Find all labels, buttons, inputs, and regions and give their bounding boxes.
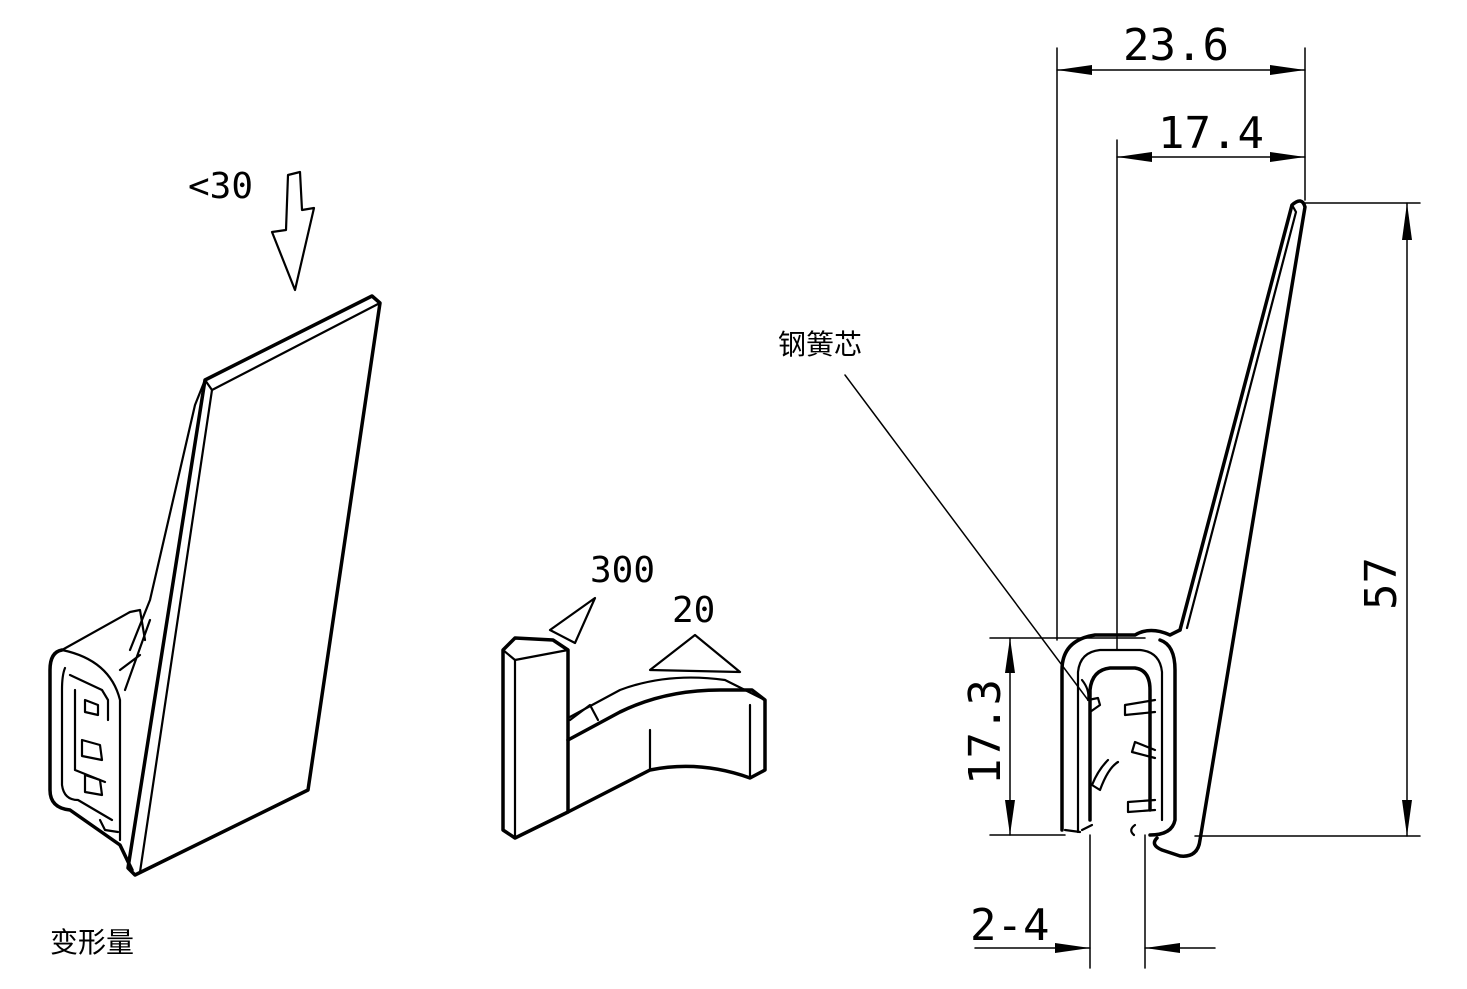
- dim-overall-width: 23.6: [1056, 20, 1306, 75]
- dim-height: 57: [1356, 202, 1412, 837]
- deformation-caption: 变形量: [50, 926, 134, 959]
- press-arrow-icon: [270, 170, 316, 292]
- clip-figure: 300 20: [501, 550, 767, 840]
- dim-channel-height: 17.3: [960, 637, 1015, 836]
- section-fin: [1152, 199, 1307, 858]
- svg-text:17.3: 17.3: [960, 679, 1011, 785]
- spring-core-leader: [844, 374, 1089, 701]
- svg-text:57: 57: [1356, 557, 1407, 610]
- dim-grip-range: 2-4: [970, 900, 1216, 953]
- deformation-figure: <30: [48, 166, 382, 877]
- spring-core-label: 钢簧芯: [778, 328, 862, 361]
- seal-fin: [126, 294, 382, 877]
- value-20-label: 20: [672, 590, 715, 631]
- section-figure: 23.6 17.4 57 17.3 2-4: [844, 20, 1421, 969]
- clip-left-leg: [501, 636, 570, 840]
- lift-arrow-icon: [648, 633, 742, 674]
- svg-text:2-4: 2-4: [970, 900, 1049, 951]
- deflection-arrow-icon: [548, 596, 597, 645]
- dim-inner-width: 17.4: [1116, 108, 1306, 162]
- seal-channel-body: [48, 648, 134, 872]
- steel-core: [1088, 666, 1152, 822]
- section-channel: [1060, 628, 1182, 837]
- value-300-label: 300: [590, 550, 655, 591]
- press-value-label: <30: [188, 166, 253, 207]
- svg-text:23.6: 23.6: [1123, 20, 1229, 71]
- svg-text:17.4: 17.4: [1158, 108, 1264, 159]
- clip-bridge: [566, 688, 767, 814]
